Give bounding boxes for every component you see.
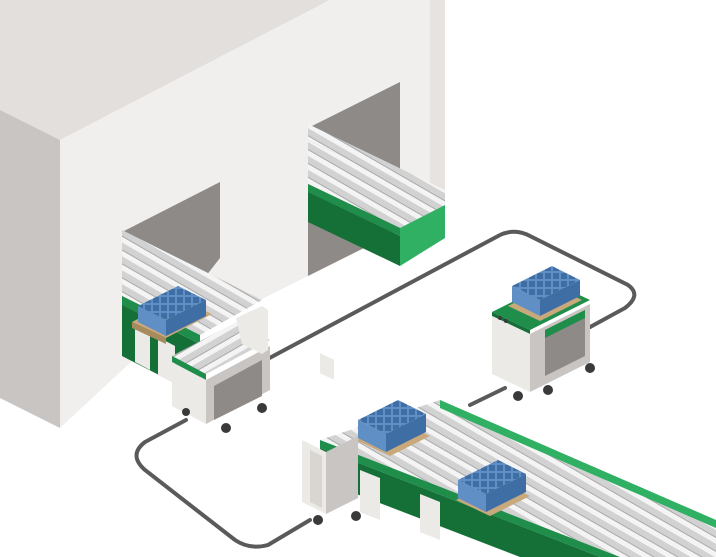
- crate-pallet: [456, 460, 530, 516]
- crate-top: [458, 460, 526, 494]
- crate-side: [540, 280, 580, 316]
- wheel: [543, 385, 553, 395]
- cart-2-body: [492, 316, 530, 392]
- building-side: [0, 110, 60, 428]
- conveyor-right-rail: [308, 184, 400, 236]
- roller-conveyor-right: [308, 124, 445, 380]
- crate-side: [386, 414, 426, 452]
- crate-front: [458, 480, 486, 512]
- crate-top: [138, 286, 206, 320]
- wheel: [182, 408, 190, 416]
- wheel: [313, 515, 323, 525]
- conveyor-right-rollers: [308, 124, 445, 205]
- agv-cart-3: [302, 436, 361, 525]
- agv-guide-path: [134, 229, 637, 549]
- conveyor-front-side: [320, 448, 600, 557]
- wheel: [257, 403, 267, 413]
- building-edge-shade: [430, 0, 445, 215]
- crate-front: [358, 420, 386, 452]
- wheel: [351, 511, 361, 521]
- crate-front: [512, 286, 540, 316]
- crate-pallet: [132, 286, 212, 344]
- wheel: [585, 363, 595, 373]
- door-pillar: [220, 128, 308, 320]
- crate-pallet: [356, 400, 430, 456]
- wheel: [513, 391, 523, 401]
- cart-1-body: [172, 362, 206, 424]
- crate-top: [358, 400, 426, 434]
- agv-cart-1: [172, 306, 270, 433]
- wheel: [221, 423, 231, 433]
- crate-top: [512, 266, 580, 300]
- crate-side: [166, 300, 206, 336]
- agv-cart-2: [492, 266, 595, 401]
- building-top: [0, 0, 330, 140]
- crate-side: [486, 474, 526, 512]
- conveyor-right-side: [308, 192, 400, 266]
- crate-front: [138, 306, 166, 336]
